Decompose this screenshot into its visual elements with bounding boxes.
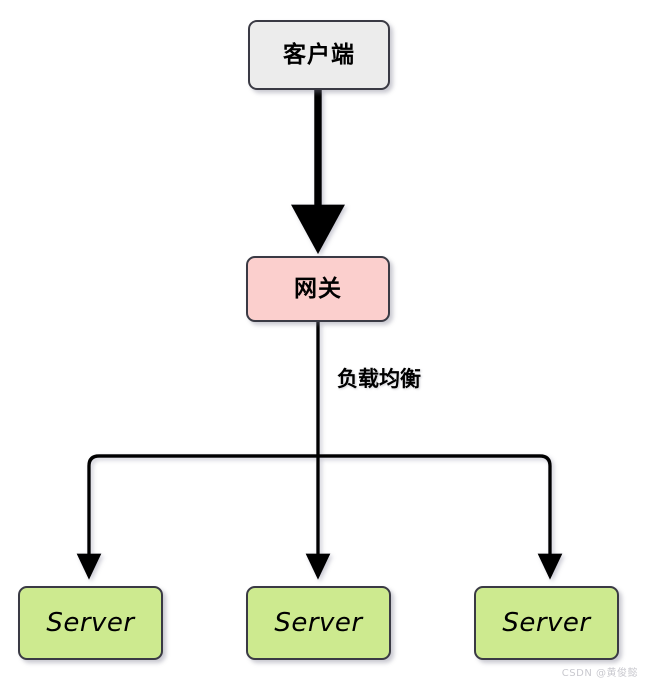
node-client[interactable]: 客户端 (248, 20, 390, 90)
edge-bus-left (76, 454, 318, 580)
node-client-label: 客户端 (283, 41, 355, 68)
node-server-1-label: Server (46, 608, 135, 638)
node-server-2[interactable]: Server (246, 586, 391, 660)
node-gateway[interactable]: 网关 (246, 256, 390, 322)
node-gateway-label: 网关 (294, 275, 342, 302)
node-server-2-label: Server (274, 608, 363, 638)
csdn-watermark: CSDN @黄俊懿 (561, 668, 638, 679)
node-server-1[interactable]: Server (18, 586, 163, 660)
edge-bus-right (318, 454, 563, 580)
edge-label-load-balance: 负载均衡 (337, 367, 421, 391)
node-server-3[interactable]: Server (474, 586, 619, 660)
node-server-3-label: Server (502, 608, 591, 638)
